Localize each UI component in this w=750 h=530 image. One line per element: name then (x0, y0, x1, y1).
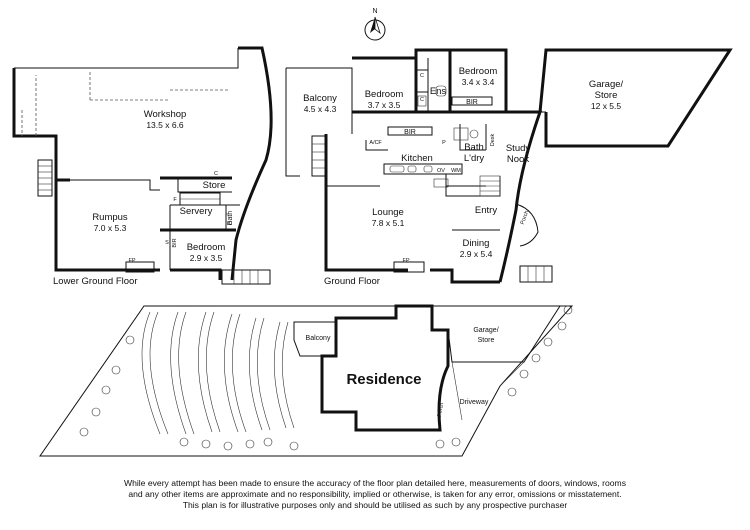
stairs-lower (221, 269, 271, 285)
kitchen-f-label: F (378, 140, 382, 146)
porch-label: Porch (520, 210, 531, 226)
rumpus-label: Rumpus (92, 212, 128, 223)
stairs-left (37, 159, 53, 197)
kitchen-label: Kitchen (401, 153, 433, 164)
compass-north-icon: N (364, 8, 386, 41)
bedroom2-dims: 3.4 x 3.4 (462, 77, 495, 87)
site-plan: Residence Balcony Garage/ Store Driveway… (39, 304, 574, 457)
ac-label: A/C (369, 140, 378, 146)
compass-label: N (372, 8, 377, 15)
site-garage-label-2: Store (478, 337, 495, 344)
lg-c1-label: C (214, 171, 218, 177)
stairs-ground (311, 135, 327, 177)
balcony-dims: 4.5 x 4.3 (304, 104, 337, 114)
study-label: Study (506, 143, 531, 154)
ens-label: Ens (430, 86, 447, 97)
bedroom1-label: Bedroom (365, 89, 404, 100)
lg-bedroom-label: Bedroom (187, 242, 226, 253)
lg-fp-label: FP (128, 258, 135, 264)
garage-label-2: Store (595, 90, 618, 101)
rumpus-dims: 7.0 x 5.3 (94, 223, 127, 233)
nook-label: Nook (507, 154, 529, 165)
garden-rows (141, 311, 295, 435)
balcony-label: Balcony (303, 93, 337, 104)
ground-fp-label: FP (402, 258, 409, 264)
dining-label: Dining (463, 238, 490, 249)
lg-bir-label: BIR (172, 238, 178, 247)
bedroom1-dims: 3.7 x 3.5 (368, 100, 401, 110)
lg-f-label: F (173, 197, 177, 203)
workshop-label: Workshop (144, 109, 187, 120)
lg-c2-label: C (228, 221, 232, 227)
residence-label: Residence (346, 371, 421, 388)
ldry-label: L'dry (464, 153, 485, 164)
site-garage-label: Garage/ (473, 327, 498, 334)
lower-ground-title: Lower Ground Floor (53, 276, 137, 287)
garden-trees (79, 305, 573, 451)
ground-floor-title: Ground Floor (324, 276, 380, 287)
lounge-label: Lounge (372, 207, 404, 218)
disclaimer: While every attempt has been made to ens… (0, 478, 750, 511)
lg-bedroom-dims: 2.9 x 3.5 (190, 253, 223, 263)
lower-ground-floor-plan: Workshop 13.5 x 6.6 Rumpus 7.0 x 5.3 Sto… (12, 46, 273, 287)
desk-label: Desk (490, 133, 496, 146)
bath-label: Bath (464, 142, 484, 153)
garage-dims: 12 x 5.5 (591, 101, 622, 111)
lounge-dims: 7.8 x 5.1 (372, 218, 405, 228)
driveway-label: Driveway (460, 399, 489, 406)
kitchen-p-label: P (442, 140, 446, 146)
dining-dims: 2.9 x 5.4 (460, 249, 493, 259)
garage-label: Garage/ (589, 79, 624, 90)
ov-label: OV (437, 168, 445, 174)
workshop-dims: 13.5 x 6.6 (146, 120, 184, 130)
lg-bath-label: Bath (227, 211, 234, 226)
bir2-label: BIR (466, 99, 478, 106)
wm-label: WM (451, 168, 461, 174)
ground-floor-plan: Balcony 4.5 x 4.3 Bedroom 3.7 x 3.5 Bedr… (285, 48, 733, 287)
disclaimer-line-1: While every attempt has been made to ens… (123, 478, 627, 488)
lg-store-label: Store (203, 180, 226, 191)
site-porch-label: Porch (437, 402, 445, 417)
bir1-label: BIR (404, 129, 416, 136)
entry-label: Entry (475, 205, 497, 216)
bedroom2-label: Bedroom (459, 66, 498, 77)
ens-c1-label: C (420, 73, 424, 79)
ens-c2-label: C (420, 97, 424, 103)
lg-s-label: S (165, 240, 169, 246)
disclaimer-line-3: This plan is for illustrative purposes o… (182, 500, 568, 510)
disclaimer-line-2: and any other items are approximate and … (128, 489, 622, 499)
site-balcony-label: Balcony (306, 335, 331, 342)
lg-servery-label: Servery (180, 206, 213, 217)
stairs-dining (519, 265, 553, 283)
